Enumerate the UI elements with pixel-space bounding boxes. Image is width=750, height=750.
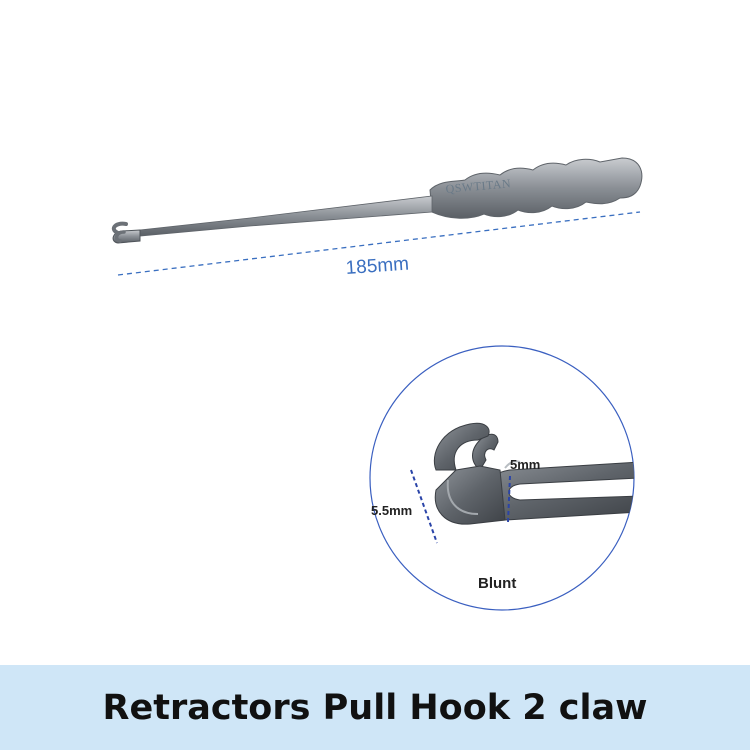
hook-depth-label: 5.5mm (371, 503, 413, 518)
retractor-shaft (139, 195, 433, 237)
detail-hook-image (433, 422, 634, 525)
retractor-image (111, 157, 643, 244)
product-title: Retractors Pull Hook 2 claw (102, 687, 648, 728)
length-dimension-line (117, 211, 641, 276)
tip-width-label: 5mm (510, 457, 541, 472)
retractor-handle (429, 157, 643, 219)
hook-depth-dimension-line (410, 469, 438, 544)
tip-type-label: Blunt (478, 575, 517, 592)
tip-width-dimension-line (507, 475, 511, 523)
title-banner: Retractors Pull Hook 2 claw (0, 665, 750, 750)
